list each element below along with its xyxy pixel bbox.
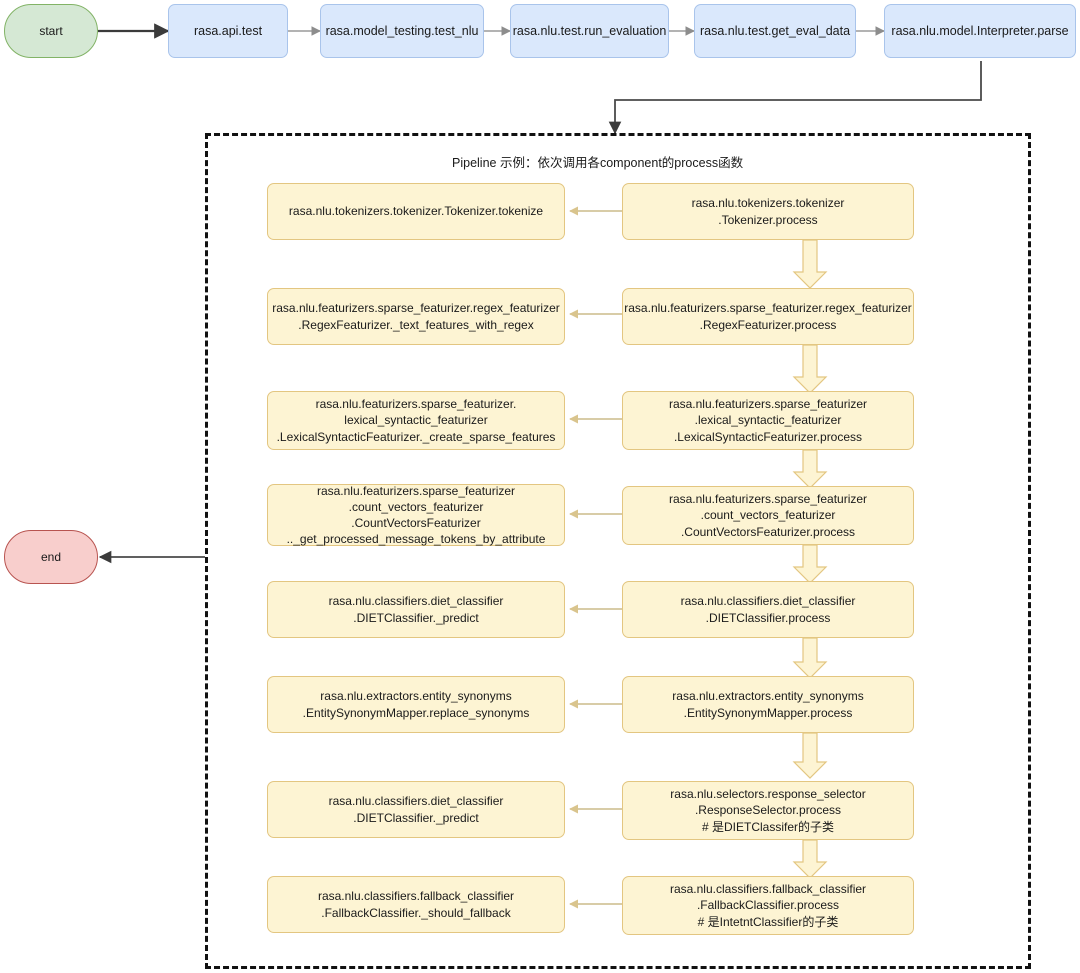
process-node-tokenizer[interactable]: rasa.nlu.tokenizers.tokenizer .Tokenizer… [622,183,914,240]
detail-node-tokenizer-tokenize[interactable]: rasa.nlu.tokenizers.tokenizer.Tokenizer.… [267,183,565,240]
start-node-label: start [39,23,63,38]
flow-node-rasa-model-testing-test-nlu[interactable]: rasa.model_testing.test_nlu [320,4,484,58]
process-node-regex-featurizer[interactable]: rasa.nlu.featurizers.sparse_featurizer.r… [622,288,914,345]
start-node[interactable]: start [4,4,98,58]
process-node-diet-classifier[interactable]: rasa.nlu.classifiers.diet_classifier .DI… [622,581,914,638]
detail-node-response-selector-predict[interactable]: rasa.nlu.classifiers.diet_classifier .DI… [267,781,565,838]
detail-node-entity-synonym-replace[interactable]: rasa.nlu.extractors.entity_synonyms .Ent… [267,676,565,733]
process-node-entity-synonym-mapper[interactable]: rasa.nlu.extractors.entity_synonyms .Ent… [622,676,914,733]
pipeline-container [205,133,1031,969]
process-node-fallback-classifier[interactable]: rasa.nlu.classifiers.fallback_classifier… [622,876,914,935]
flow-node-rasa-nlu-test-get-eval-data[interactable]: rasa.nlu.test.get_eval_data [694,4,856,58]
process-node-count-vectors-featurizer[interactable]: rasa.nlu.featurizers.sparse_featurizer .… [622,486,914,545]
detail-node-fallback-should-fallback[interactable]: rasa.nlu.classifiers.fallback_classifier… [267,876,565,933]
process-node-response-selector[interactable]: rasa.nlu.selectors.response_selector .Re… [622,781,914,840]
flow-node-rasa-api-test[interactable]: rasa.api.test [168,4,288,58]
end-node[interactable]: end [4,530,98,584]
flow-node-rasa-nlu-model-interpreter-parse[interactable]: rasa.nlu.model.Interpreter.parse [884,4,1076,58]
pipeline-title: Pipeline 示例：依次调用各component的process函数 [452,156,744,170]
detail-node-regex-text-features[interactable]: rasa.nlu.featurizers.sparse_featurizer.r… [267,288,565,345]
detail-node-lexical-create-sparse-features[interactable]: rasa.nlu.featurizers.sparse_featurizer. … [267,391,565,450]
edge-interpreter-parse-to-pipeline [608,61,982,135]
detail-node-count-vectors-tokens-by-attribute[interactable]: rasa.nlu.featurizers.sparse_featurizer .… [267,484,565,546]
end-node-label: end [40,549,62,564]
process-node-lexical-syntactic-featurizer[interactable]: rasa.nlu.featurizers.sparse_featurizer .… [622,391,914,450]
detail-node-diet-classifier-predict[interactable]: rasa.nlu.classifiers.diet_classifier .DI… [267,581,565,638]
flow-node-rasa-nlu-test-run-evaluation[interactable]: rasa.nlu.test.run_evaluation [510,4,669,58]
